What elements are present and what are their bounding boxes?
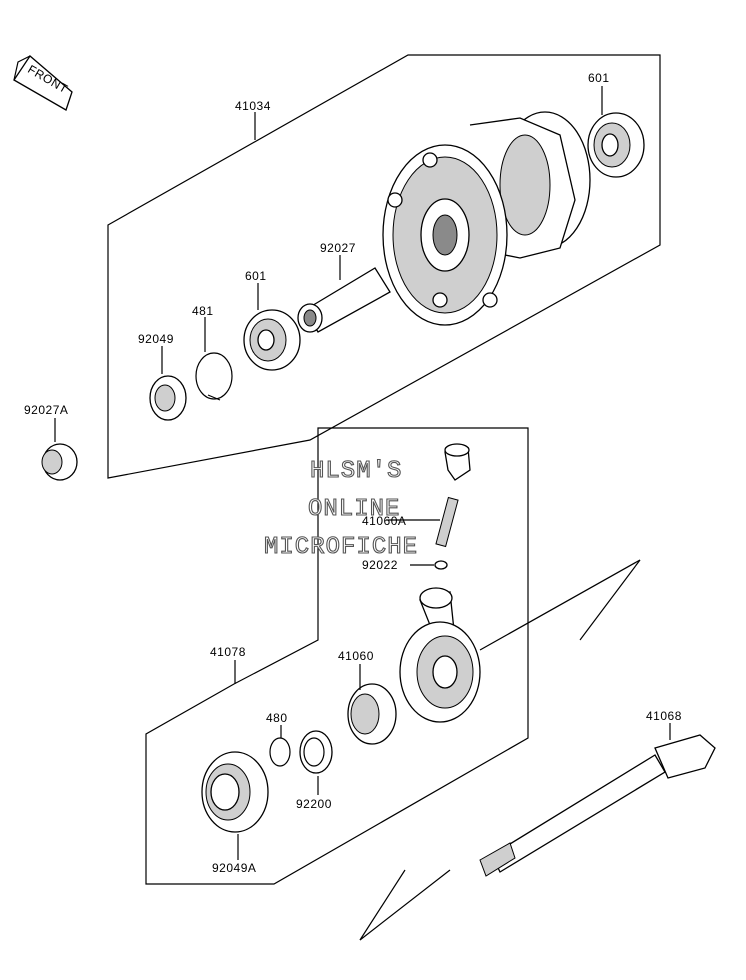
label-601-left: 601	[245, 269, 267, 283]
label-41068: 41068	[646, 709, 682, 723]
oil-seal-92049	[149, 375, 187, 421]
speedo-pinion	[434, 443, 471, 570]
bearing-601-top	[587, 112, 645, 178]
label-92022: 92022	[362, 558, 398, 572]
circlip-481	[195, 352, 233, 401]
watermark-line1: HLSM'S	[310, 458, 402, 485]
watermark-line2: ONLINE	[308, 496, 400, 523]
front-arrow-icon: FRONT	[13, 55, 73, 111]
label-92049: 92049	[138, 332, 174, 346]
label-92200: 92200	[296, 797, 332, 811]
caliper-assembly-frame	[145, 427, 529, 885]
label-92027A: 92027A	[24, 403, 68, 417]
label-41060A: 41060A	[362, 514, 406, 528]
label-92049A: 92049A	[212, 861, 256, 875]
spacer-92027	[297, 267, 391, 333]
front-hub	[382, 111, 591, 326]
label-41078: 41078	[210, 645, 246, 659]
collar-92027A	[41, 443, 78, 481]
leader-lines	[54, 86, 671, 860]
washer-92200	[299, 730, 333, 774]
label-480: 480	[266, 711, 288, 725]
label-41034: 41034	[235, 99, 271, 113]
watermark-line3: MICROFICHE	[264, 534, 418, 561]
label-601-top: 601	[588, 71, 610, 85]
label-41060: 41060	[338, 649, 374, 663]
bearing-601-left	[243, 309, 301, 371]
hub-assembly-frame	[107, 54, 661, 479]
label-481: 481	[192, 304, 214, 318]
label-92027: 92027	[320, 241, 356, 255]
drive-gear-41060	[347, 683, 397, 745]
axle-41068	[359, 734, 716, 941]
oil-seal-92049A	[201, 751, 269, 833]
speedo-gearbox	[399, 559, 641, 723]
circlip-480	[269, 737, 291, 767]
